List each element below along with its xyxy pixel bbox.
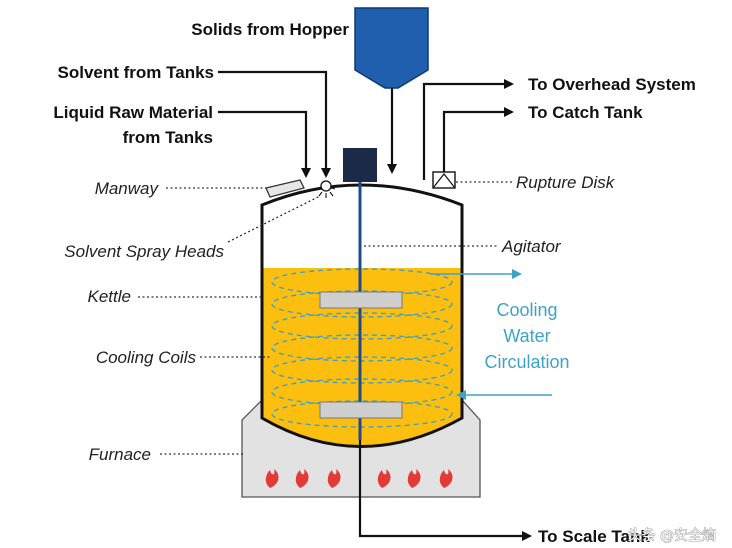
label-to-catch-tank: To Catch Tank [528, 103, 643, 122]
label-manway: Manway [95, 179, 160, 198]
label-cooling-line1: Cooling [496, 300, 557, 320]
label-cooling-line2: Water [503, 326, 550, 346]
label-solvent-from-tanks: Solvent from Tanks [58, 63, 215, 82]
catch-tank-pipe [442, 107, 514, 172]
watermark: 头条 @安全熵 [628, 527, 716, 544]
hopper [354, 7, 429, 89]
spray-head-icon [316, 180, 336, 198]
label-solvent-spray-heads: Solvent Spray Heads [64, 242, 224, 261]
label-to-scale-tank: To Scale Tank [538, 527, 650, 546]
label-solids-from-hopper: Solids from Hopper [191, 20, 349, 39]
motor [343, 148, 377, 182]
label-cooling-line3: Circulation [484, 352, 569, 372]
solvent-pipe [218, 70, 331, 178]
label-rupture-disk: Rupture Disk [516, 173, 616, 192]
paddle-lower [319, 401, 403, 419]
spray-heads-leader [227, 195, 321, 243]
label-to-overhead: To Overhead System [528, 75, 696, 94]
overhead-pipe [422, 79, 514, 180]
liquid-raw-pipe [218, 110, 311, 178]
paddle-upper [319, 291, 403, 309]
label-agitator: Agitator [501, 237, 562, 256]
label-kettle: Kettle [88, 287, 131, 306]
flame-icon [265, 469, 453, 488]
scale-tank-pipe [358, 440, 532, 541]
label-furnace: Furnace [89, 445, 151, 464]
rupture-disk [432, 171, 456, 189]
label-liquid-raw-line1: Liquid Raw Material [53, 103, 213, 122]
label-cooling-coils: Cooling Coils [96, 348, 197, 367]
agitator [319, 148, 403, 440]
manway [265, 179, 305, 198]
label-liquid-raw-line2: from Tanks [123, 128, 213, 147]
